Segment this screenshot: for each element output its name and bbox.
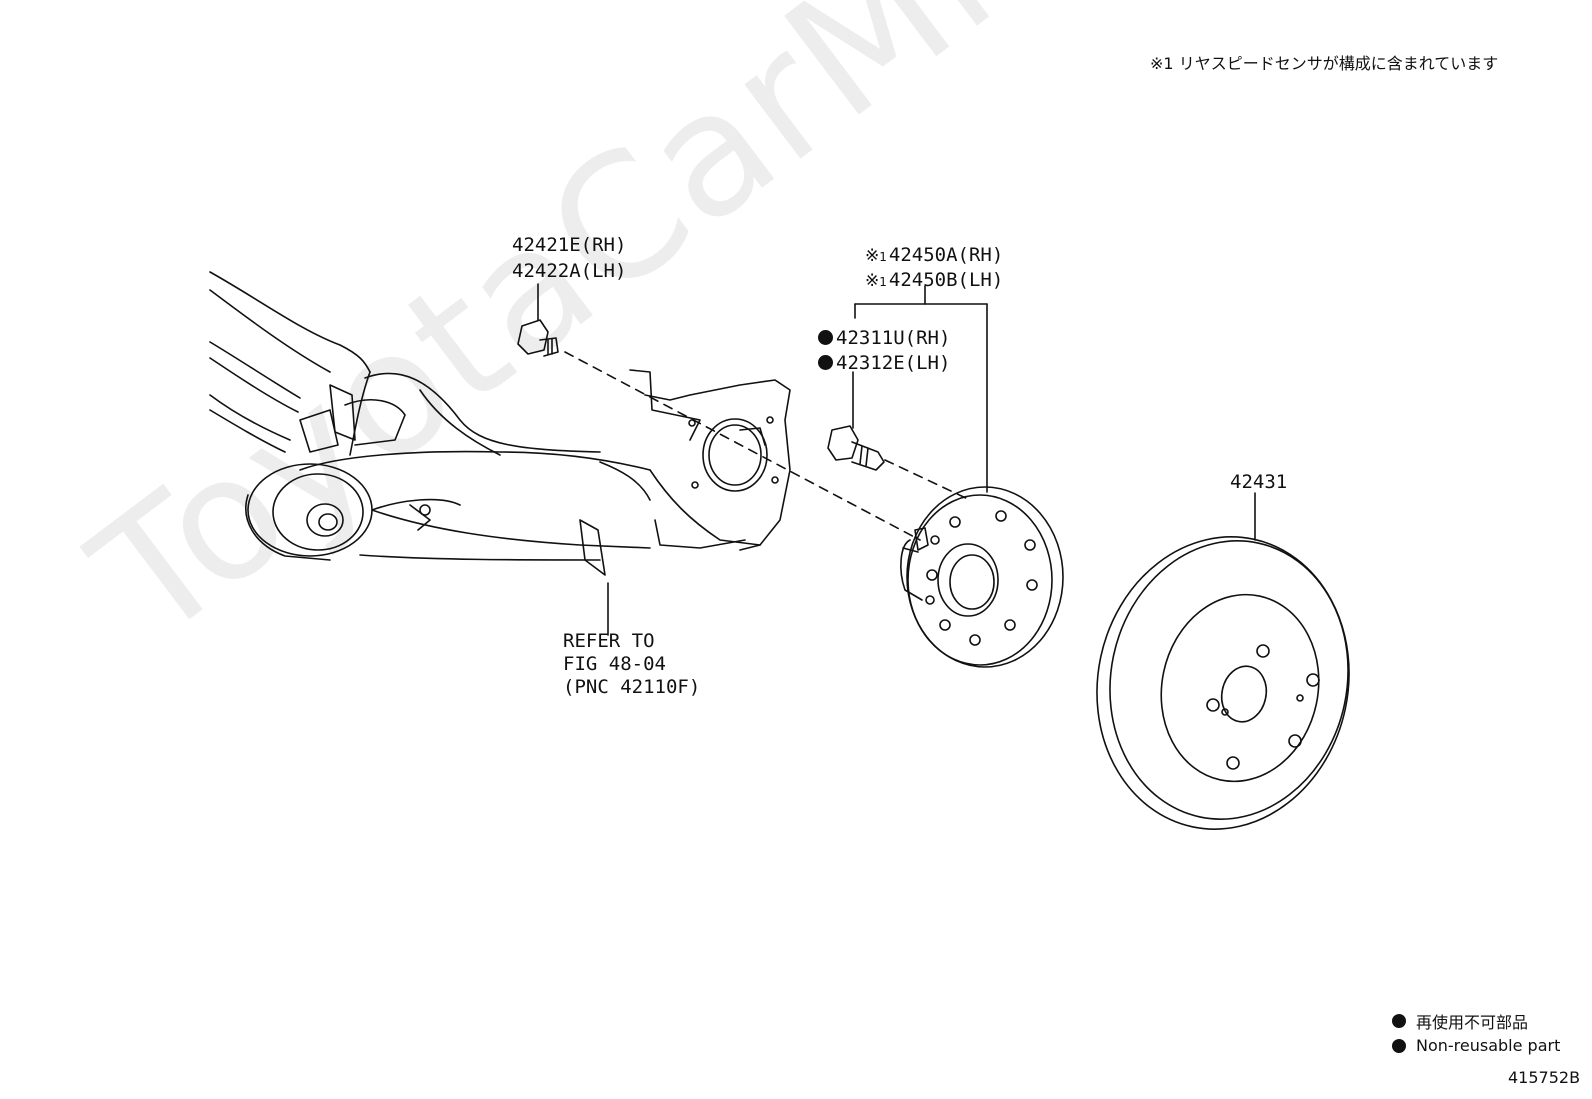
legend-dot-icon — [1392, 1038, 1406, 1053]
label-refer-2: FIG 48-04 — [563, 653, 666, 675]
legend-jp-text: 再使用不可部品 — [1416, 1013, 1529, 1032]
label-stud-lh: 42312E(LH) — [818, 351, 950, 375]
hub-mark-rh: ※ — [865, 246, 880, 266]
hub-part-lh: 42450B(LH) — [888, 269, 1004, 291]
hub-callout-bracket — [854, 285, 988, 493]
non-reusable-dot-icon — [818, 330, 833, 345]
non-reusable-dot-icon — [818, 355, 833, 370]
hub-stud — [827, 371, 885, 471]
note-mark: ※1 — [1150, 54, 1174, 73]
knuckle-bolt — [517, 283, 559, 357]
legend-dot-icon — [1392, 1014, 1406, 1028]
header-note: ※1 リヤスピードセンサが構成に含まれています — [1150, 50, 1498, 74]
stud-part-rh: 42311U(RH) — [836, 327, 951, 349]
label-disc: 42431 — [1230, 471, 1288, 493]
alignment-lines — [564, 351, 971, 541]
legend-jp: 再使用不可部品 — [1392, 1009, 1528, 1033]
hub-bearing-assembly — [900, 486, 1064, 668]
hub-sup-lh: 1 — [879, 275, 887, 289]
rear-axle-beam — [209, 271, 791, 576]
label-refer-3: (PNC 42110F) — [563, 676, 701, 698]
label-stud-rh: 42311U(RH) — [818, 326, 950, 350]
legend-en: Non-reusable part — [1392, 1036, 1560, 1055]
label-bolt-rh: 42421E(RH) — [512, 234, 627, 256]
hub-part-rh: 42450A(RH) — [888, 244, 1004, 266]
brake-disc — [1096, 492, 1350, 830]
stud-part-lh: 42312E(LH) — [836, 352, 951, 374]
note-text: リヤスピードセンサが構成に含まれています — [1178, 54, 1499, 73]
hub-sup-rh: 1 — [879, 250, 887, 264]
label-bolt-lh: 42422A(LH) — [512, 260, 627, 282]
hub-mark-lh: ※ — [865, 271, 880, 291]
label-refer-1: REFER TO — [563, 630, 655, 652]
legend-en-text: Non-reusable part — [1416, 1036, 1561, 1055]
figure-id: 415752B — [1508, 1068, 1581, 1087]
